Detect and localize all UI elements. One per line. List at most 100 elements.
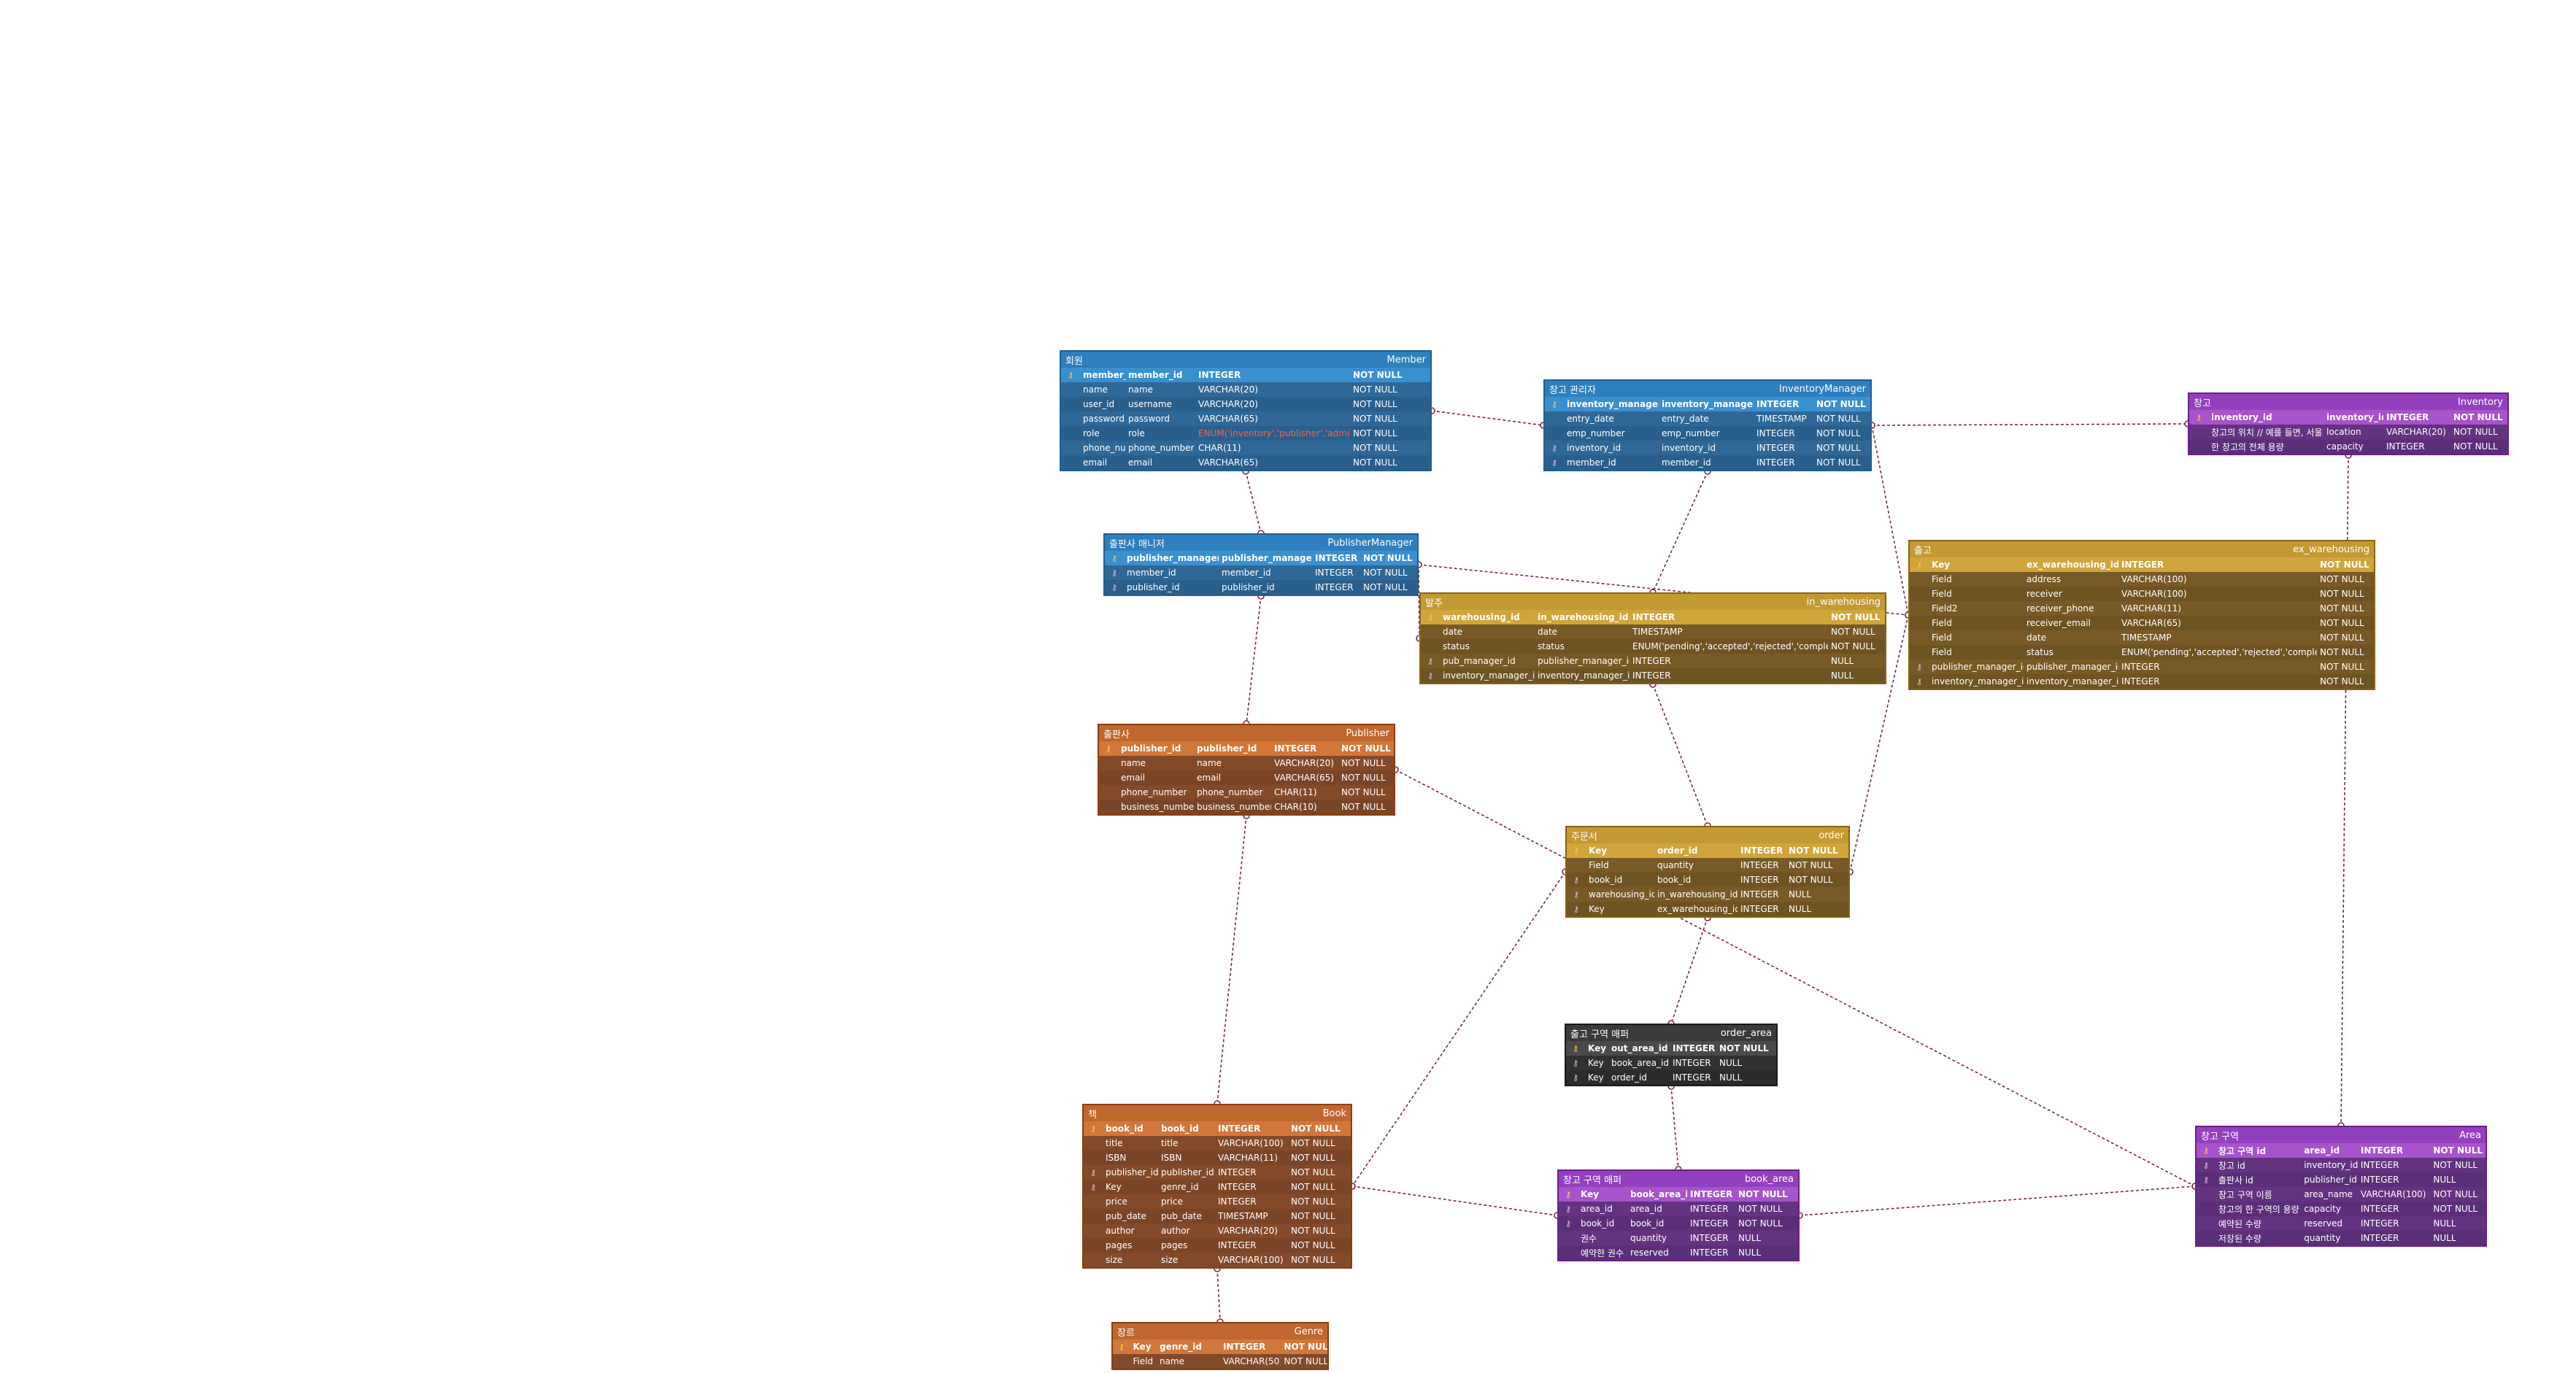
table-inventory-manager[interactable]: 창고 관리자InventoryManager⚷inventory_manager… — [1543, 379, 1872, 471]
table-book-area[interactable]: 창고 구역 매퍼book_area⚷Keybook_area_idINTEGER… — [1557, 1169, 1800, 1261]
table-row[interactable]: ⚷inventory_manager_idinventory_manager_i… — [1545, 397, 1870, 411]
cell-data-type: INTEGER — [1198, 370, 1241, 380]
relation-book-genre — [1216, 1268, 1221, 1323]
table-entity-name: PublisherManager — [1327, 537, 1413, 549]
cell-data-type: INTEGER — [1218, 1167, 1257, 1177]
table-row[interactable]: ⚷publisher_manager_idpublisher_manager_i… — [1105, 551, 1417, 565]
cell-column-name: receiver_email — [2027, 618, 2091, 628]
